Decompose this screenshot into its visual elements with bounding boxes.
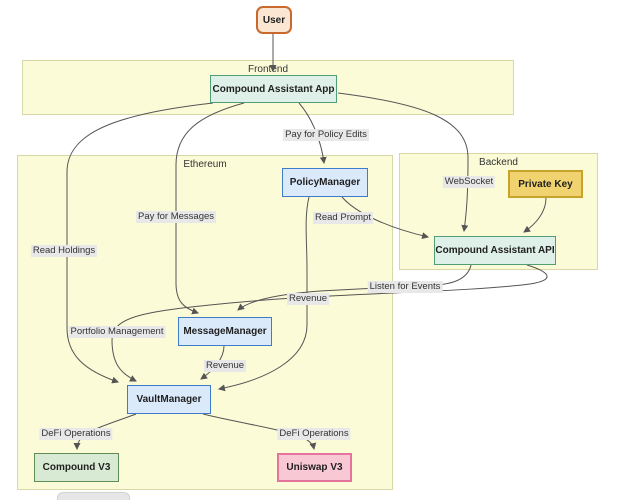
node-policymanager: PolicyManager <box>282 168 368 197</box>
node-compound-assistant-app: Compound Assistant App <box>210 75 337 103</box>
edge-label-portfolio-management: Portfolio Management <box>68 326 166 338</box>
edge-label-read-prompt: Read Prompt <box>313 212 373 224</box>
edge-label-pay-for-messages: Pay for Messages <box>135 211 217 223</box>
node-messagemanager: MessageManager <box>178 317 272 346</box>
edge-app-to-vaultmanager <box>66 102 214 384</box>
node-vaultmanager: VaultManager <box>127 385 211 414</box>
edge-api-to-vaultmanager <box>111 264 548 382</box>
bottom-overlay-partial <box>57 492 130 500</box>
edge-api-to-messagemanager <box>237 264 472 311</box>
edge-label-listen-for-events: Listen for Events <box>367 281 443 293</box>
node-compound-assistant-api: Compound Assistant API <box>434 236 556 265</box>
node-uniswap-v3: Uniswap V3 <box>277 453 352 482</box>
edge-label-revenue-policymanager: Revenue <box>286 293 330 305</box>
edge-policymanager-to-vaultmanager <box>217 196 310 392</box>
node-compound-v3: Compound V3 <box>34 453 119 482</box>
edge-app-to-messagemanager <box>175 102 245 315</box>
section-frontend: Frontend <box>22 60 514 115</box>
section-frontend-label: Frontend <box>247 64 289 75</box>
edge-policymanager-to-api <box>341 196 430 240</box>
edge-label-read-holdings: Read Holdings <box>30 245 98 257</box>
section-ethereum-label: Ethereum <box>183 159 227 170</box>
edge-label-websocket: WebSocket <box>442 176 496 188</box>
edge-app-to-api <box>337 92 469 233</box>
node-user: User <box>256 6 292 34</box>
edge-label-defi-operations-uniswap: DeFi Operations <box>277 428 351 440</box>
edge-label-defi-operations-compound: DeFi Operations <box>39 428 113 440</box>
edge-label-pay-for-policy-edits: Pay for Policy Edits <box>283 129 369 141</box>
edge-label-revenue-messagemanager: Revenue <box>203 360 247 372</box>
edge-privatekey-to-api <box>523 197 547 233</box>
node-private-key: Private Key <box>508 170 583 198</box>
section-backend-label: Backend <box>479 157 518 168</box>
